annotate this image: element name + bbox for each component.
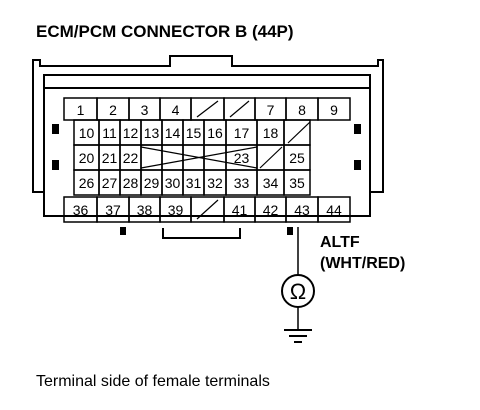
blocked-cross <box>140 146 258 169</box>
terminal-label: 39 <box>168 202 184 218</box>
signal-name: ALTF <box>320 234 360 251</box>
terminal-label: 2 <box>109 102 117 118</box>
terminal-label: 36 <box>73 202 89 218</box>
terminal-label: 21 <box>102 150 118 166</box>
bottom-tab <box>162 228 241 239</box>
terminal-label: 26 <box>79 175 95 191</box>
terminal-label: 7 <box>267 102 275 118</box>
terminal-cell <box>317 196 351 223</box>
latch-left-bottom <box>52 160 59 170</box>
terminal-label: 12 <box>123 125 139 141</box>
terminal-label: 32 <box>207 175 223 191</box>
connector-housing <box>32 55 384 193</box>
latch-right-bottom <box>354 160 361 170</box>
ground-icon <box>284 329 312 343</box>
terminal-label: 4 <box>172 102 180 118</box>
terminal-label: 38 <box>137 202 153 218</box>
empty-slash <box>196 199 219 220</box>
terminal-label: 27 <box>102 175 118 191</box>
terminal-label: 14 <box>165 125 181 141</box>
key-right <box>287 227 293 235</box>
terminal-label: 34 <box>263 175 279 191</box>
terminal-label: 9 <box>330 102 338 118</box>
terminal-label: 42 <box>263 202 279 218</box>
empty-slash <box>259 146 283 169</box>
terminal-label: 8 <box>298 102 306 118</box>
terminal-label: 16 <box>207 125 223 141</box>
terminal-label: 20 <box>79 150 95 166</box>
terminal-label: 43 <box>294 202 310 218</box>
terminal-label: 22 <box>123 150 139 166</box>
diagram-title: ECM/PCM CONNECTOR B (44P) <box>36 22 294 41</box>
terminal-label: 13 <box>144 125 160 141</box>
terminal-cell <box>317 97 351 121</box>
terminal-cell <box>283 119 311 146</box>
terminal-label: 37 <box>105 202 121 218</box>
terminal-label: 30 <box>165 175 181 191</box>
terminal-label: 18 <box>263 125 279 141</box>
terminal-label: 25 <box>289 150 305 166</box>
terminal-label: 11 <box>102 125 117 141</box>
terminal-label: 44 <box>326 202 342 218</box>
terminal-label: 10 <box>79 125 95 141</box>
terminal-label: 33 <box>234 175 250 191</box>
empty-slash <box>229 100 250 118</box>
terminal-label: 1 <box>77 102 85 118</box>
empty-slash <box>196 100 219 118</box>
diagram-caption: Terminal side of female terminals <box>36 373 270 390</box>
key-left <box>120 227 126 235</box>
empty-slash <box>287 121 311 144</box>
terminal-label: 41 <box>232 202 248 218</box>
terminal-cell <box>161 144 184 171</box>
ohm-icon: Ω <box>290 279 306 304</box>
terminal-label: 23 <box>234 150 250 166</box>
terminal-cell <box>203 144 227 171</box>
terminal-label: 17 <box>234 125 250 141</box>
connector-shell <box>43 87 371 217</box>
terminal-label: 15 <box>186 125 202 141</box>
terminal-label: 31 <box>186 175 202 191</box>
latch-left-top <box>52 124 59 134</box>
wire-color: (WHT/RED) <box>320 255 405 272</box>
latch-right-top <box>354 124 361 134</box>
terminal-label: 3 <box>141 102 149 118</box>
terminal-label: 29 <box>144 175 160 191</box>
terminal-cell <box>283 169 311 196</box>
terminal-label: 28 <box>123 175 139 191</box>
terminal-label: 35 <box>289 175 305 191</box>
